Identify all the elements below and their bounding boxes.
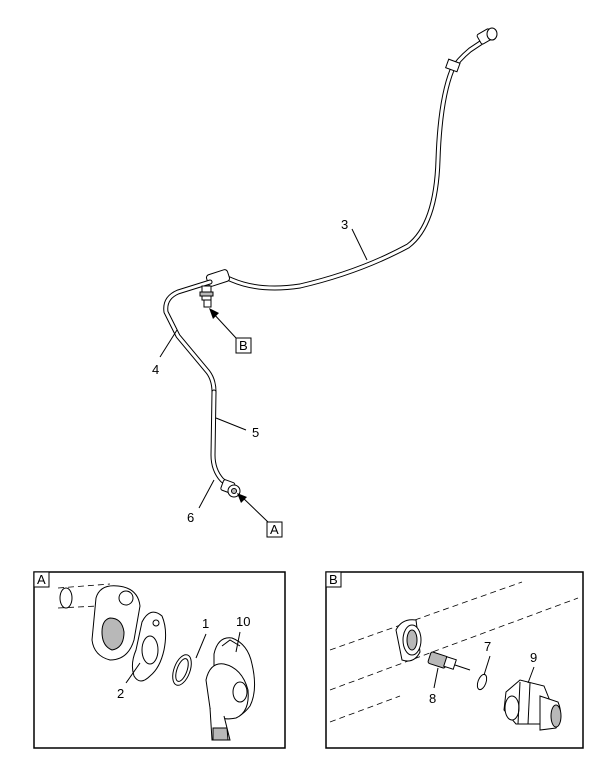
callout-5: 5 [252,425,259,440]
callout-2: 2 [117,686,124,701]
tube-3 [215,35,491,291]
view-arrow-b: B [209,308,252,354]
view-a-marker [266,521,283,538]
connector-9 [503,679,562,731]
detail-b-label: B [329,572,338,587]
callout-9: 9 [530,650,537,665]
tube-assembly [163,27,498,498]
main-callouts: 3 4 5 6 [152,217,368,525]
callout-3: 3 [341,217,348,232]
callout-7: 7 [484,639,491,654]
callout-10: 10 [236,614,250,629]
detail-view-a: A 2 1 10 [33,571,286,749]
callout-6: 6 [187,510,194,525]
view-arrow-a: A [237,493,283,538]
callout-1: 1 [202,616,209,631]
callout-8: 8 [429,691,436,706]
sensor-8 [427,651,471,671]
flange-10 [205,637,256,741]
top-fitting [476,27,498,45]
o-ring-7 [476,673,488,691]
view-b-marker-label: B [239,338,248,353]
detail-a-label: A [37,572,46,587]
sensor-port-fitting [199,285,214,308]
port-boss [395,619,422,662]
detail-view-b: B 8 7 [325,571,584,749]
callout-4: 4 [152,362,159,377]
view-b-marker [235,337,252,354]
fitting-6 [220,479,241,498]
view-a-marker-label: A [270,522,279,537]
